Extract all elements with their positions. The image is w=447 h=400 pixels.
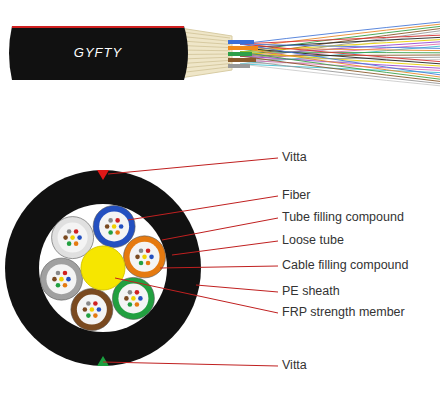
fiber-dot [66, 277, 71, 282]
fiber [240, 31, 440, 60]
fiber-dot [108, 230, 113, 235]
fiber-dot [146, 261, 151, 266]
leader-lines [103, 158, 278, 366]
tube-end [228, 64, 250, 68]
part-label: Tube filling compound [282, 211, 404, 225]
fiber [240, 64, 440, 73]
cable-sheath [9, 26, 188, 80]
fiber-dot [128, 290, 133, 295]
fiber-dot [105, 224, 110, 229]
fiber-dot [67, 241, 72, 246]
fiber [240, 22, 440, 44]
fiber-dot [63, 271, 68, 276]
fiber-dot [56, 271, 61, 276]
fiber-dot [93, 301, 98, 306]
fiber-dot [135, 255, 140, 260]
cable-filling [39, 204, 167, 332]
fiber-dot [97, 307, 102, 312]
fiber-dot [139, 249, 144, 254]
fiber [240, 44, 440, 75]
loose-tube [124, 236, 166, 278]
tube-end [228, 58, 256, 62]
fiber-dot [74, 229, 79, 234]
loose-tube [71, 289, 113, 331]
part-label: Vitta [282, 359, 307, 373]
fiber-dot [63, 283, 68, 288]
cable-print: GYFTY [74, 46, 122, 60]
fiber-dot [86, 301, 91, 306]
frp-strength-member [81, 246, 125, 290]
fiber-dot [77, 235, 82, 240]
fiber-dot [93, 313, 98, 318]
fiber-dot [128, 302, 133, 307]
fiber-dot [119, 224, 124, 229]
fiber-dot [70, 235, 75, 240]
fiber-dot [146, 249, 151, 254]
fiber-dot [139, 261, 144, 266]
yarn-strand [182, 41, 230, 44]
yarn-strand [182, 54, 230, 56]
fiber-dot [83, 307, 88, 312]
fiber [240, 60, 440, 84]
fiber-dot [67, 229, 72, 234]
fiber-dot [108, 218, 113, 223]
fiber-dot [124, 296, 129, 301]
fiber-dot [74, 241, 79, 246]
loose-tube [40, 258, 82, 300]
fiber [240, 64, 440, 86]
fiber-dot [149, 255, 154, 260]
fiber-dot [135, 302, 140, 307]
part-label: FRP strength member [282, 306, 405, 320]
fiber-dot [59, 277, 64, 282]
fiber-fan [240, 22, 440, 86]
fiber-dot [135, 290, 140, 295]
part-label: PE sheath [282, 285, 340, 299]
tube-end [228, 46, 258, 50]
tube-filling [118, 283, 148, 313]
part-label: Cable filling compound [282, 259, 408, 273]
tube-filling [77, 295, 107, 325]
fiber-dot [142, 255, 147, 260]
vitta-marker [97, 170, 109, 180]
yarn-strand [182, 50, 230, 52]
tube-end [228, 52, 252, 56]
fiber-dot [63, 235, 68, 240]
part-label: Loose tube [282, 234, 344, 248]
yarn-strand [182, 67, 230, 73]
tube-filling [99, 211, 129, 241]
part-label: Fiber [282, 189, 310, 203]
fiber-dot [115, 230, 120, 235]
loose-tubes [40, 205, 165, 330]
tube-filling [58, 223, 88, 253]
fiber-dot [90, 307, 95, 312]
fiber-dot [86, 313, 91, 318]
yarn-strands [182, 32, 230, 73]
loose-tube [93, 205, 135, 247]
fiber [240, 56, 440, 81]
fiber-dot [138, 296, 143, 301]
tube-filling [130, 242, 160, 272]
fiber-dot [52, 277, 57, 282]
fiber [240, 44, 440, 48]
tube-filling [46, 264, 76, 294]
tube-end [228, 40, 254, 44]
fiber-dot [115, 218, 120, 223]
vitta-marker [97, 356, 109, 366]
fiber-dot [112, 224, 117, 229]
yarn-strand [182, 46, 230, 48]
vitta-stripe [12, 26, 184, 28]
part-label: Vitta [282, 151, 307, 165]
yarn-strand [182, 57, 230, 59]
fiber-dot [56, 283, 61, 288]
yarn-strand [182, 60, 230, 63]
fiber-dot [131, 296, 136, 301]
yarn-strand [182, 37, 230, 42]
